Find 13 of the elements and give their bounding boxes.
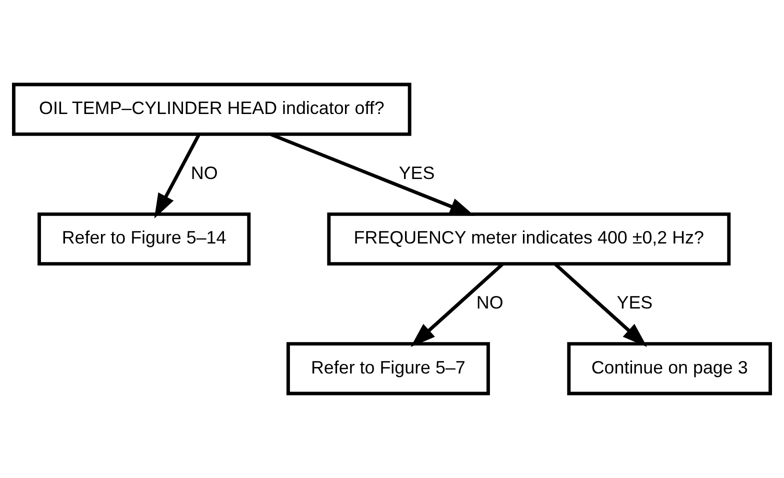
node-box: Refer to Figure 5–14 [38, 212, 251, 266]
arrow [154, 134, 200, 218]
node-box: Refer to Figure 5–7 [286, 342, 490, 396]
node-box: OIL TEMP–CYLINDER HEAD indicator off? [12, 82, 412, 136]
edge-label: NO [476, 292, 504, 313]
arrow [410, 262, 504, 347]
arrow [554, 262, 648, 347]
edge-label: YES [616, 292, 653, 313]
edge-label: NO [190, 162, 218, 183]
node-box: FREQUENCY meter indicates 400 ±0,2 Hz? [327, 212, 731, 266]
node-box: Continue on page 3 [567, 342, 772, 396]
edge-label: YES [398, 162, 435, 183]
arrow [270, 132, 475, 216]
